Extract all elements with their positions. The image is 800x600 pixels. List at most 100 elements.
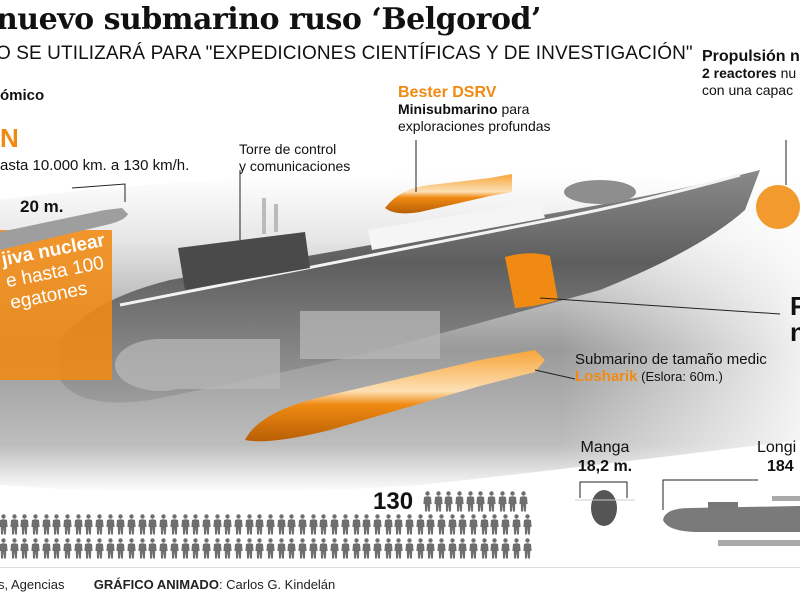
person-icon <box>244 514 255 535</box>
person-icon <box>319 538 330 559</box>
person-icon <box>265 538 276 559</box>
person-icon <box>490 538 501 559</box>
person-icon <box>137 538 148 559</box>
person-icon <box>201 538 212 559</box>
person-icon <box>222 514 233 535</box>
person-icon <box>479 538 490 559</box>
person-icon <box>212 538 223 559</box>
propulsion-line2: con una capac <box>702 82 794 98</box>
credit-name: : Carlos G. Kindelán <box>218 577 336 592</box>
person-icon <box>169 538 180 559</box>
beam-label: Manga <box>580 439 630 456</box>
crew-row <box>422 491 529 512</box>
reactor-line: R <box>790 291 800 321</box>
person-icon <box>105 538 116 559</box>
footer-credits: s, Agencias GRÁFICO ANIMADO: Carlos G. K… <box>0 577 335 592</box>
person-icon <box>105 514 116 535</box>
person-icon <box>500 514 511 535</box>
person-icon <box>148 538 159 559</box>
person-icon <box>73 538 84 559</box>
person-icon <box>372 514 383 535</box>
person-icon <box>511 538 522 559</box>
person-icon <box>212 514 223 535</box>
person-icon <box>94 538 105 559</box>
person-icon <box>126 538 137 559</box>
person-icon <box>233 514 244 535</box>
weapon-length: 20 m. <box>20 197 64 216</box>
person-icon <box>287 514 298 535</box>
person-icon <box>190 538 201 559</box>
length-label: Longi <box>757 439 797 456</box>
person-icon <box>458 538 469 559</box>
person-icon <box>340 538 351 559</box>
person-icon <box>255 514 266 535</box>
person-icon <box>51 514 62 535</box>
person-icon <box>393 514 404 535</box>
callout-line: Torre de control <box>239 141 337 157</box>
beam-dimension: Manga 18,2 m. <box>575 438 635 476</box>
bester-callout: Bester DSRV Minisubmarino para exploraci… <box>398 84 551 135</box>
losharik-detail: (Eslora: 60m.) <box>637 369 723 384</box>
person-icon <box>73 514 84 535</box>
person-icon <box>447 514 458 535</box>
bester-desc: para <box>497 101 530 117</box>
person-icon <box>180 514 191 535</box>
person-icon <box>522 514 533 535</box>
person-icon <box>465 491 476 512</box>
person-icon <box>0 538 9 559</box>
person-icon <box>169 514 180 535</box>
length-value: 184 <box>767 458 794 475</box>
person-icon <box>518 491 529 512</box>
person-icon <box>500 538 511 559</box>
person-icon <box>41 514 52 535</box>
person-icon <box>490 514 501 535</box>
person-icon <box>351 514 362 535</box>
length-dimension: Longi 184 <box>757 438 796 476</box>
person-icon <box>116 538 127 559</box>
person-icon <box>148 514 159 535</box>
person-icon <box>19 514 30 535</box>
person-icon <box>361 514 372 535</box>
weapon-range: asta 10.000 km. a 130 km/h. <box>0 157 190 174</box>
person-icon <box>30 538 41 559</box>
person-icon <box>447 538 458 559</box>
person-icon <box>233 538 244 559</box>
person-icon <box>433 491 444 512</box>
person-icon <box>329 538 340 559</box>
person-icon <box>308 514 319 535</box>
person-icon <box>62 538 73 559</box>
person-icon <box>329 514 340 535</box>
person-icon <box>486 491 497 512</box>
person-icon <box>222 538 233 559</box>
person-icon <box>276 514 287 535</box>
person-icon <box>84 514 95 535</box>
losharik-desc: Submarino de tamaño medic <box>575 351 767 368</box>
section-label: ómico <box>0 87 45 104</box>
person-icon <box>265 514 276 535</box>
footer-divider <box>0 567 800 568</box>
person-icon <box>468 538 479 559</box>
person-icon <box>458 514 469 535</box>
person-icon <box>426 538 437 559</box>
person-icon <box>454 491 465 512</box>
person-icon <box>158 538 169 559</box>
person-icon <box>497 491 508 512</box>
person-icon <box>415 538 426 559</box>
propulsion-text: nu <box>776 65 797 81</box>
crew-row <box>0 514 532 535</box>
crew-count: 130 <box>373 488 414 515</box>
person-icon <box>422 491 433 512</box>
person-icon <box>276 538 287 559</box>
person-icon <box>19 538 30 559</box>
person-icon <box>190 514 201 535</box>
person-icon <box>9 514 20 535</box>
crew-row <box>0 538 532 559</box>
person-icon <box>94 514 105 535</box>
person-icon <box>30 514 41 535</box>
person-icon <box>436 514 447 535</box>
person-icon <box>443 491 454 512</box>
person-icon <box>383 538 394 559</box>
person-icon <box>180 538 191 559</box>
reactor-callout: R n <box>790 293 800 345</box>
weapon-name: N <box>0 123 19 153</box>
